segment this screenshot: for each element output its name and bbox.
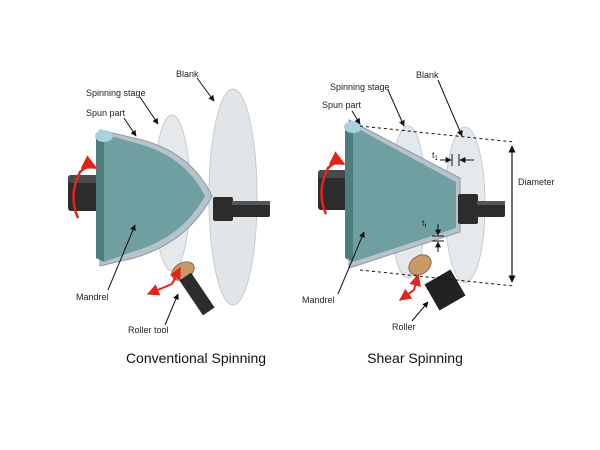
leader-blank	[437, 79, 463, 137]
label-roller-tool: Roller tool	[128, 325, 169, 335]
label-mandrel: Mandrel	[76, 292, 109, 302]
label-spun-part: Spun part	[86, 108, 126, 118]
caption-conventional: Conventional Spinning	[126, 350, 266, 366]
leader-spinning-stage	[139, 96, 159, 125]
label-spinning-stage: Spinning stage	[86, 88, 146, 98]
label-diameter: Diameter	[518, 177, 555, 187]
label-tf: tf	[422, 218, 427, 230]
tailstock-hub	[213, 197, 233, 221]
conventional-spinning-diagram: Blank Spinning stage Spun part Mandrel R…	[68, 69, 270, 366]
rotation-arrow	[320, 151, 346, 215]
left-shaft	[68, 175, 104, 211]
tailstock-hub	[458, 194, 478, 224]
mandrel-body	[104, 134, 205, 262]
roller-wheel	[408, 254, 432, 276]
roller	[408, 254, 466, 311]
feed-arrow	[399, 288, 415, 301]
roller-arm	[179, 272, 215, 316]
label-spun-part: Spun part	[322, 100, 362, 110]
label-blank: Blank	[416, 70, 439, 80]
label-roller: Roller	[392, 322, 416, 332]
leader-blank	[196, 77, 215, 102]
label-t1: t1	[432, 150, 439, 162]
roller-block	[424, 269, 466, 311]
leader-spun-part	[123, 117, 137, 137]
leader-spinning-stage	[387, 89, 405, 127]
diameter-guide-top	[359, 125, 515, 143]
mandrel-body	[353, 126, 456, 262]
label-spinning-stage: Spinning stage	[330, 82, 390, 92]
leader-mandrel	[107, 224, 136, 291]
leader-roller-tool	[164, 293, 179, 326]
diameter-guide-bottom	[359, 269, 515, 287]
feed-arrow	[146, 283, 173, 296]
label-blank: Blank	[176, 69, 199, 79]
roller-tool	[171, 261, 215, 316]
rotation-arrow	[72, 155, 98, 219]
caption-shear: Shear Spinning	[367, 350, 463, 366]
label-mandrel: Mandrel	[302, 295, 335, 305]
leader-roller	[411, 301, 429, 322]
leader-mandrel	[337, 231, 365, 295]
leader-spun-part	[351, 110, 361, 125]
shear-spinning-diagram: Blank Spinning stage Spun part Diameter …	[302, 70, 555, 366]
